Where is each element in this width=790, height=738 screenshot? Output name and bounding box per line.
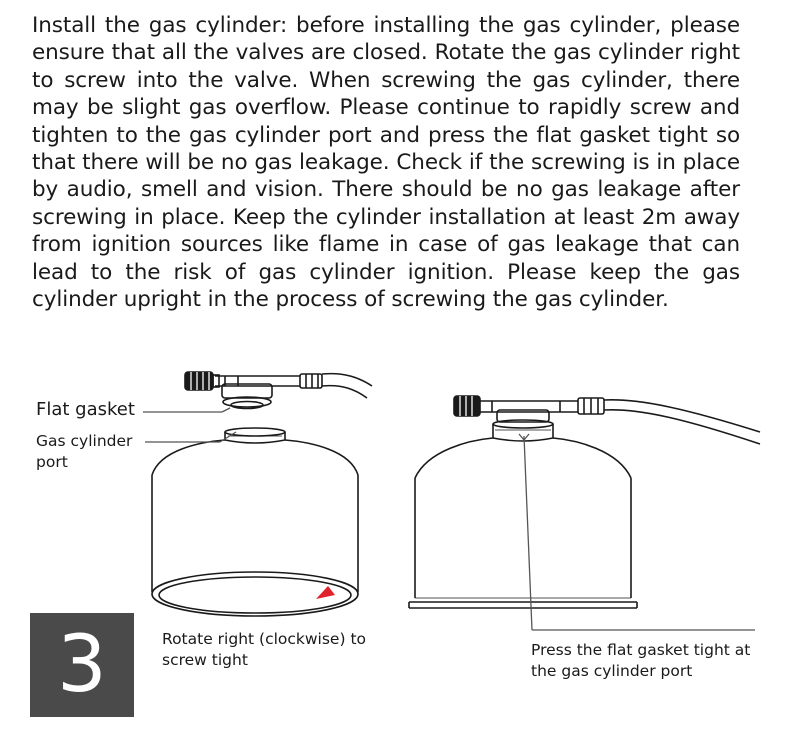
gas-cylinder-port-label: Gas cylinder port xyxy=(36,432,133,471)
right-leader-line xyxy=(518,433,755,631)
left-leader-lines xyxy=(143,407,237,443)
flat-gasket-label: Flat gasket xyxy=(36,399,135,420)
rotate-arrow-icon xyxy=(316,586,335,599)
right-cylinder xyxy=(408,419,638,609)
rotate-label: Rotate right (clockwise) to screw tight xyxy=(162,630,367,669)
installation-illustration xyxy=(143,371,761,631)
step-number-badge: 3 xyxy=(30,613,134,717)
left-valve-assembly xyxy=(184,371,373,410)
right-valve-assembly xyxy=(453,395,761,445)
left-cylinder xyxy=(151,427,359,617)
press-label: Press the flat gasket tight at the gas c… xyxy=(531,641,751,680)
instruction-paragraph: Install the gas cylinder: before install… xyxy=(32,13,740,313)
